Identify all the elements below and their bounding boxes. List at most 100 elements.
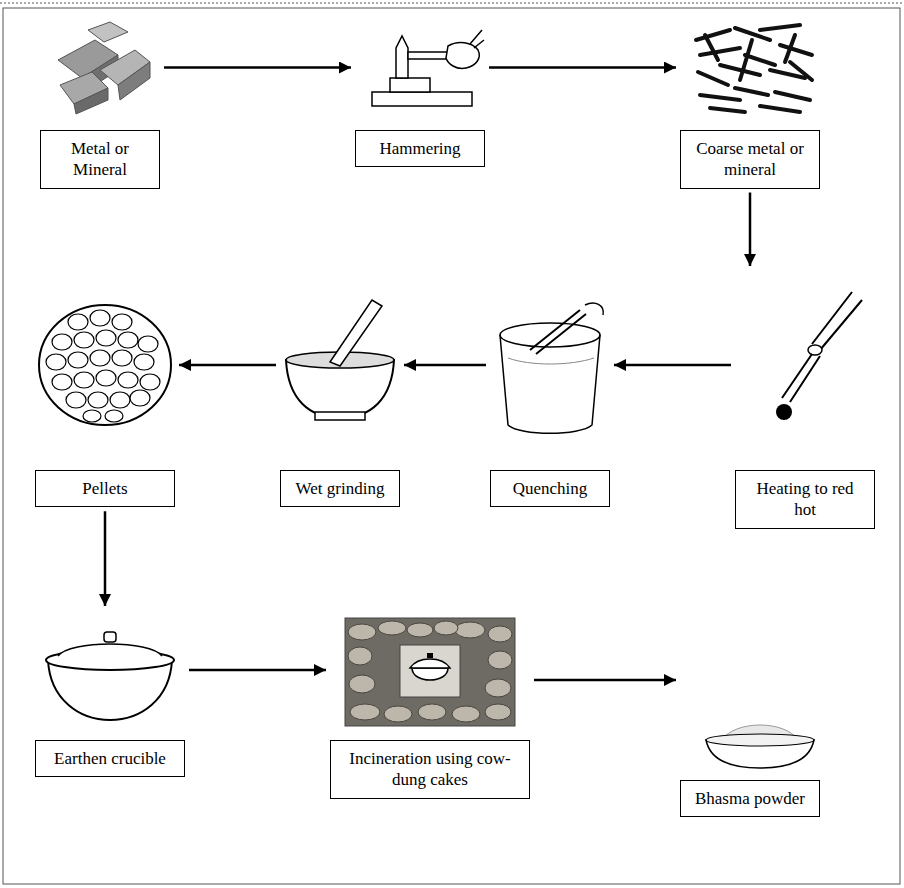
picture-area	[490, 270, 610, 460]
tongs-heating	[782, 354, 820, 402]
coarse-pieces	[745, 55, 775, 65]
mortar-and-pestle	[330, 300, 382, 366]
quenching-vessel	[585, 303, 603, 315]
incineration-pit	[488, 626, 512, 642]
coarse-pieces	[735, 88, 768, 95]
incineration-pit	[345, 618, 515, 726]
step-label: Hammering	[364, 138, 476, 159]
process-step: Heating to red hot	[735, 270, 875, 529]
label-box: Hammering	[355, 130, 485, 167]
hammer-and-anvil	[446, 43, 479, 69]
incineration-pit	[348, 621, 512, 722]
incineration-pit	[384, 706, 412, 722]
frame	[3, 8, 900, 884]
mortar-and-pestle	[315, 412, 365, 420]
pellets-dish	[138, 336, 158, 352]
earthen-crucible	[58, 644, 162, 656]
coarse-pieces	[780, 45, 812, 55]
tongs-heating	[808, 345, 822, 355]
tongs-heating	[776, 404, 792, 420]
picture-area	[735, 270, 875, 460]
pellets-dish	[112, 350, 132, 366]
coarse-pieces	[710, 108, 745, 112]
label-box: Incineration using cow-dung cakes	[330, 740, 530, 799]
metal-pieces	[118, 62, 150, 100]
pellets-dish	[68, 314, 88, 330]
coarse-pieces	[760, 25, 800, 30]
coarse-pieces	[700, 48, 740, 55]
label-box: Heating to red hot	[735, 470, 875, 529]
metal-pieces	[58, 22, 150, 114]
flow-arrow	[614, 364, 731, 367]
coarse-pieces	[705, 35, 718, 60]
flow-arrow	[189, 669, 326, 672]
hammer-and-anvil	[372, 92, 472, 106]
incineration-pit	[349, 675, 375, 693]
label-box: Quenching	[490, 470, 610, 507]
incineration-pit	[378, 621, 406, 635]
coarse-pieces	[698, 72, 728, 85]
quenching-vessel	[500, 303, 603, 433]
hammer-and-anvil	[390, 78, 430, 92]
incineration-pit	[412, 668, 448, 680]
quenching-vessel	[500, 335, 600, 433]
flow-arrow	[179, 364, 276, 367]
picture-area	[680, 15, 820, 120]
step-label: Earthen crucible	[44, 748, 176, 769]
hammer-and-anvil	[470, 30, 484, 48]
flow-arrow	[749, 193, 752, 267]
incineration-pit	[348, 624, 376, 640]
step-label: Incineration using cow-dung cakes	[339, 748, 521, 791]
pellets-dish	[140, 374, 160, 390]
flow-arrow	[534, 679, 676, 682]
picture-area	[35, 610, 185, 730]
process-step: Pellets	[35, 270, 175, 507]
metal-pieces	[88, 22, 128, 42]
coarse-pieces	[760, 106, 800, 112]
process-step: Hammering	[355, 15, 485, 167]
pellets-dish	[66, 392, 86, 408]
quenching-vessel	[508, 358, 594, 364]
pellets-dish	[118, 332, 138, 348]
pellets-dish	[105, 410, 123, 422]
hammer-and-anvil	[372, 30, 484, 106]
pellets-dish	[46, 310, 160, 422]
earthen-crucible	[46, 632, 174, 720]
coarse-pieces	[790, 62, 812, 80]
coarse-pieces	[740, 40, 752, 80]
frame	[0, 3, 904, 4]
label-box: Metal or Mineral	[40, 130, 160, 189]
pellets-dish	[88, 392, 108, 408]
tongs-heating	[812, 292, 862, 350]
step-label: Coarse metal or mineral	[689, 138, 811, 181]
pellets-dish	[74, 332, 94, 348]
quenching-vessel	[530, 310, 586, 354]
pellets-dish	[130, 390, 150, 406]
flow-arrow	[489, 66, 676, 69]
coarse-pieces	[696, 25, 812, 112]
incineration-pit	[488, 651, 512, 669]
picture-area	[355, 15, 485, 120]
pellets-dish	[110, 392, 130, 408]
incineration-pit	[400, 645, 460, 697]
incineration-pit	[410, 659, 450, 668]
picture-area	[35, 270, 175, 460]
process-step: Metal or Mineral	[40, 15, 160, 189]
mortar-and-pestle	[286, 300, 394, 420]
picture-area	[280, 270, 400, 460]
incineration-pit	[418, 704, 446, 720]
coarse-pieces	[775, 92, 810, 100]
process-step: Wet grinding	[280, 270, 400, 507]
incineration-pit	[455, 622, 485, 638]
label-box: Wet grinding	[280, 470, 400, 507]
step-label: Quenching	[499, 478, 601, 499]
pellets-dish	[68, 352, 88, 368]
coarse-pieces	[696, 30, 730, 40]
pellets-dish	[46, 354, 66, 370]
hammer-and-anvil	[396, 36, 408, 78]
bhasma-bowl	[706, 734, 814, 746]
flow-arrow	[164, 66, 351, 69]
process-step: Coarse metal or mineral	[680, 15, 820, 189]
incineration-pit	[348, 647, 372, 665]
